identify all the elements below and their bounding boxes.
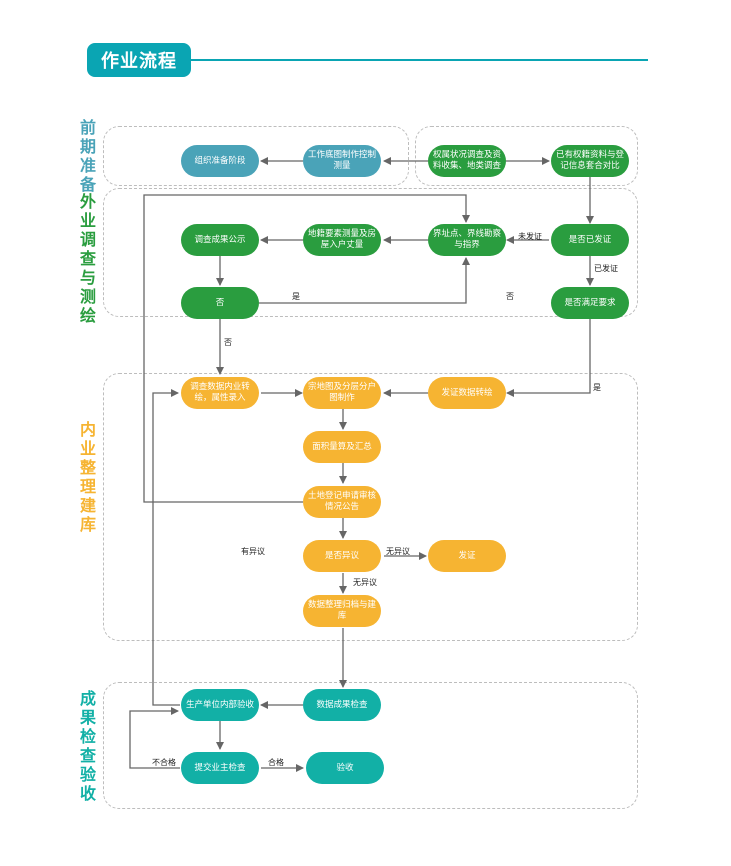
node-area-calc: 面积量算及汇总 xyxy=(303,431,381,463)
region-prep xyxy=(103,126,409,186)
node-result-check: 数据成果检查 xyxy=(303,689,381,721)
label-no-objection-right: 无异议 xyxy=(386,547,410,556)
node-cert-convert: 发证数据转绘 xyxy=(428,377,506,409)
title-underline xyxy=(187,59,648,61)
node-objection-check: 是否异议 xyxy=(303,540,381,572)
node-base-map: 工作底图制作控制测量 xyxy=(303,145,381,177)
node-data-entry: 调查数据内业转绘，属性录入 xyxy=(181,377,259,409)
label-issued: 已发证 xyxy=(594,264,618,273)
label-not-issued: 未发证 xyxy=(518,232,542,241)
node-element-survey: 地籍要素测量及房屋入户丈量 xyxy=(303,224,381,256)
label-no-down: 否 xyxy=(224,338,232,347)
node-certified-check: 是否已发证 xyxy=(551,224,629,256)
page-title: 作业流程 xyxy=(87,43,191,77)
node-parcel-map: 宗地图及分层分户图制作 xyxy=(303,377,381,409)
label-yes-field: 是 xyxy=(292,292,300,301)
node-compare-existing: 已有权籍资料与登记信息套合对比 xyxy=(551,145,629,177)
stage-field-label: 外业调查与测绘 xyxy=(79,192,96,325)
node-issue-cert: 发证 xyxy=(428,540,506,572)
region-field xyxy=(103,188,638,317)
node-owner-check: 提交业主检查 xyxy=(181,752,259,784)
stage-office-label: 内业整理建库 xyxy=(79,420,96,534)
node-internal-check: 生产单位内部验收 xyxy=(181,689,259,721)
node-boundary-survey: 界址点、界线勘察与指界 xyxy=(428,224,506,256)
node-org-prep: 组织准备阶段 xyxy=(181,145,259,177)
stage-review-label: 成果检查验收 xyxy=(79,689,96,803)
label-yes-right: 是 xyxy=(593,383,601,392)
node-meets-requirements: 是否满足要求 xyxy=(551,287,629,319)
label-no-objection-down: 无异议 xyxy=(353,578,377,587)
node-acceptance: 验收 xyxy=(306,752,384,784)
node-no: 否 xyxy=(181,287,259,319)
label-has-objection: 有异议 xyxy=(241,547,265,556)
label-pass: 合格 xyxy=(268,758,284,767)
label-no-field: 否 xyxy=(506,292,514,301)
stage-prep-label: 前期准备 xyxy=(79,118,96,194)
node-publicize: 调查成果公示 xyxy=(181,224,259,256)
node-archive: 数据整理归档与建库 xyxy=(303,595,381,627)
region-review xyxy=(103,682,638,809)
node-land-audit: 土地登记申请审核情况公告 xyxy=(303,486,381,518)
node-ownership-survey: 权属状况调查及资料收集、地类调查 xyxy=(428,145,506,177)
region-prep-right xyxy=(415,126,638,186)
label-fail: 不合格 xyxy=(152,758,176,767)
region-office xyxy=(103,373,638,641)
